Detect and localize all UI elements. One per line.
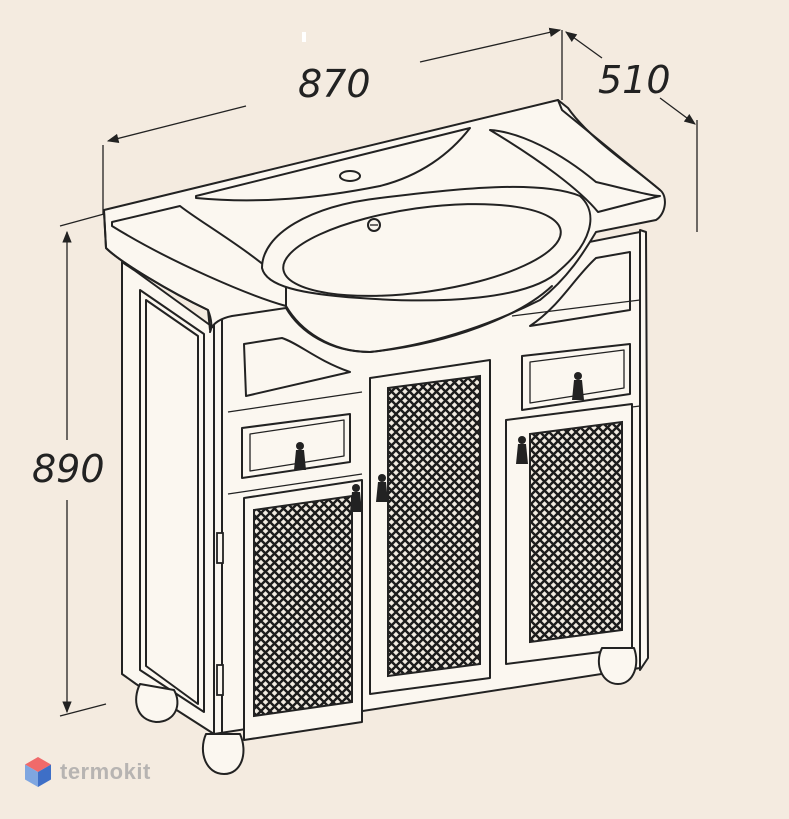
brand-name: termokit <box>60 759 151 784</box>
door-left-handle[interactable] <box>350 484 362 512</box>
door-center-lattice <box>387 374 481 678</box>
countertop-edge-left <box>103 211 213 333</box>
foot-back-left <box>135 683 179 723</box>
drawer-right-handle[interactable] <box>572 372 584 400</box>
depth-dimension: 510 <box>565 31 698 232</box>
drawer-left[interactable] <box>241 413 351 479</box>
width-label: 870 <box>298 62 371 106</box>
width-dimension-line-left <box>106 105 247 143</box>
depth-dimension-line-bottom <box>659 97 696 125</box>
drawer-right[interactable] <box>521 343 631 411</box>
door-left[interactable] <box>243 479 363 741</box>
door-center[interactable] <box>369 359 491 695</box>
cabinet-feet <box>135 647 638 775</box>
width-dimension-line-right <box>419 27 562 63</box>
width-dimension: 870 <box>102 27 563 214</box>
door-left-lattice <box>253 494 353 718</box>
height-extension-top <box>59 213 105 227</box>
depth-dimension-line-top <box>565 31 603 59</box>
rail-lower-left <box>227 473 363 495</box>
cabinet-side-right <box>639 229 649 671</box>
foot-front-right <box>597 647 638 685</box>
side-frame-outer <box>139 289 205 713</box>
countertop-edge-back <box>557 99 661 191</box>
door-center-handle[interactable] <box>376 474 388 502</box>
door-right[interactable] <box>505 403 633 665</box>
drawer-right-inset <box>529 349 625 404</box>
height-extension-bottom <box>59 703 107 717</box>
foot-front-left <box>201 733 245 775</box>
decor-panel-left <box>243 337 351 397</box>
countertop-back-ledge <box>195 127 471 202</box>
hexagon-cube-icon <box>25 757 51 787</box>
hinge-upper <box>216 532 224 564</box>
side-frame-inner <box>145 299 199 705</box>
rail-upper-left <box>227 391 363 413</box>
basin-underside <box>285 285 553 353</box>
rail-upper-right <box>511 299 641 317</box>
height-dimension: 890 <box>32 213 107 717</box>
drawer-left-handle[interactable] <box>294 442 306 470</box>
cabinet-side-left <box>121 261 215 735</box>
door-right-handle[interactable] <box>516 436 528 464</box>
decor-panel-right <box>529 251 631 327</box>
countertop <box>103 99 666 353</box>
drawer-left-inset <box>249 419 345 472</box>
door-right-lattice <box>529 420 623 644</box>
top-tick-mark <box>302 32 306 42</box>
faucet-hole <box>339 170 361 182</box>
brand-watermark: termokit <box>24 756 151 788</box>
depth-label: 510 <box>598 58 671 102</box>
basin-bowl <box>282 203 562 297</box>
hinge-lower <box>216 664 224 696</box>
height-label: 890 <box>32 447 105 491</box>
countertop-wing-right <box>489 129 661 213</box>
